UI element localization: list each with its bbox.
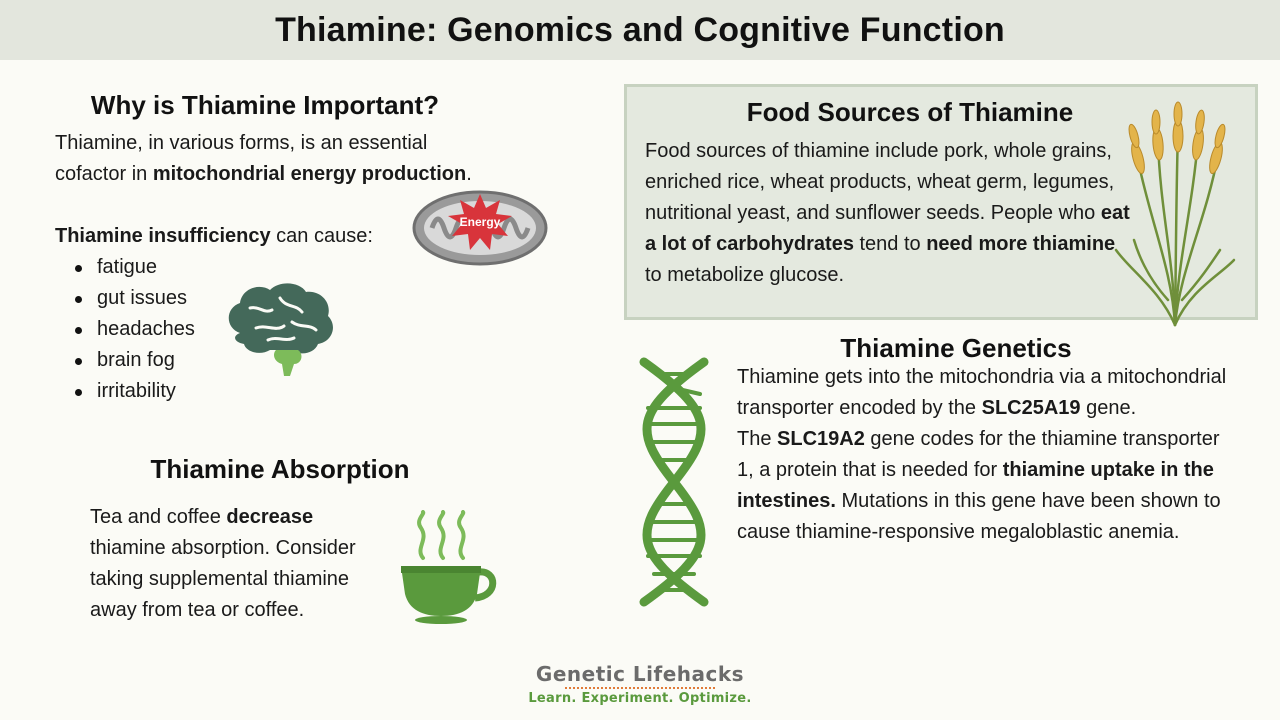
importance-intro: Thiamine, in various forms, is an essent… (55, 128, 495, 190)
genetics-text-5: Mutations in this gene have been shown t… (737, 490, 1221, 543)
list-item: gut issues (75, 283, 195, 314)
logo-divider (565, 687, 715, 689)
brand-name: Genetic Lifehacks (535, 662, 745, 686)
brand-tagline: Learn. Experiment. Optimize. (528, 691, 752, 706)
food-text-2: tend to (853, 233, 927, 255)
importance-intro-post: . (466, 163, 472, 185)
importance-intro-pre: Thiamine, in various forms, is an essent… (55, 132, 428, 185)
footer-logo: Genetic Lifehacks Learn. Experiment. Opt… (500, 662, 780, 706)
insufficiency-text: Thiamine insufficiency can cause: (55, 221, 415, 252)
genetics-text-4: gene codes for the thiamine transporter … (737, 428, 1220, 481)
absorption-heading: Thiamine Absorption (150, 454, 410, 484)
genetics-text: Thiamine gets into the mitochondria via … (737, 362, 1237, 548)
food-bold-1: eat a lot of carbohydrates (645, 202, 1130, 255)
title-bar: Thiamine: Genomics and Cognitive Functio… (0, 0, 1280, 60)
coffee-cup-icon (401, 510, 497, 624)
brain-icon (228, 283, 333, 376)
food-bold-2: need more thiamine (926, 233, 1116, 255)
list-item: irritability (75, 376, 195, 407)
mitochondria-icon: Energy (412, 190, 548, 266)
genetics-heading: Thiamine Genetics (840, 333, 1072, 363)
energy-label: Energy (460, 215, 501, 229)
food-text-3: to metabolize glucose. (645, 264, 845, 286)
absorption-text-2: thiamine absorption. Consider taking sup… (90, 537, 356, 621)
page-title: Thiamine: Genomics and Cognitive Functio… (275, 10, 1005, 49)
list-item: brain fog (75, 345, 195, 376)
food-text-1: Food sources of thiamine include pork, w… (645, 140, 1115, 224)
insufficiency-bold: Thiamine insufficiency (55, 225, 271, 247)
absorption-text-1: Tea and coffee (90, 506, 227, 528)
food-text: Food sources of thiamine include pork, w… (645, 136, 1135, 291)
dna-icon (639, 357, 709, 607)
list-item: fatigue (75, 252, 195, 283)
importance-intro-bold: mitochondrial energy production (152, 163, 467, 185)
absorption-bold-1: decrease (226, 506, 314, 528)
genetics-text-3: The (737, 428, 778, 450)
importance-heading: Why is Thiamine Important? (90, 90, 440, 120)
gene-slc19a2: SLC19A2 (777, 428, 865, 450)
food-heading: Food Sources of Thiamine (746, 97, 1074, 127)
gene-slc25a19: SLC25A19 (981, 397, 1081, 419)
genetics-text-2: gene. (1080, 397, 1137, 419)
insufficiency-post: can cause: (270, 225, 373, 247)
wheat-icon (1114, 101, 1236, 327)
genetics-bold-1: thiamine uptake in the intestines. (737, 459, 1214, 512)
genetics-text-1: Thiamine gets into the mitochondria via … (737, 366, 1227, 419)
absorption-text: Tea and coffee decrease thiamine absorpt… (90, 502, 390, 626)
symptom-list: fatigue gut issues headaches brain fog i… (75, 252, 195, 407)
list-item: headaches (75, 314, 195, 345)
